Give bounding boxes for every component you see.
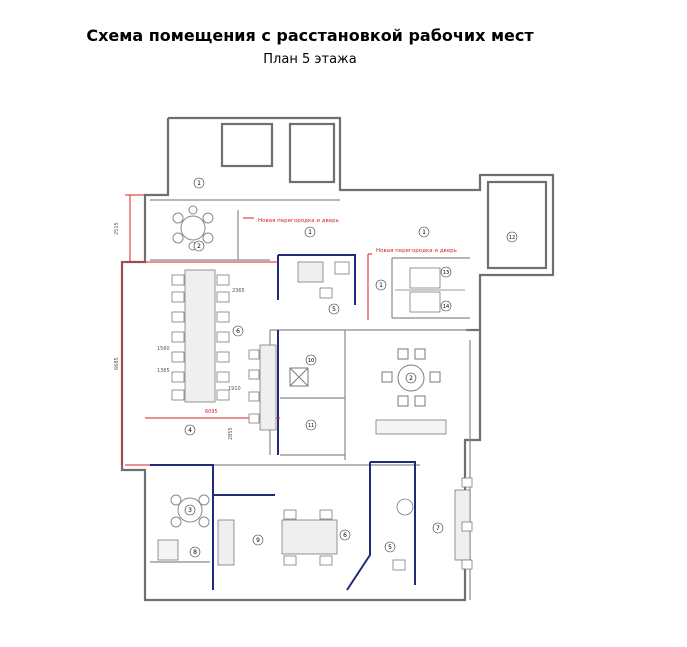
svg-text:14: 14 — [443, 304, 449, 310]
svg-text:5: 5 — [388, 544, 392, 551]
room-marker-7: 7 — [432, 522, 444, 534]
room-marker-2a: 2 — [193, 240, 205, 252]
round-table-center — [381, 348, 441, 407]
room-marker-9: 9 — [252, 534, 264, 546]
note-new-partition-right: Новая перегородка и дверь — [376, 248, 457, 254]
dim-row-b: 1560 — [157, 346, 170, 352]
room-marker-11: 11 — [305, 419, 317, 431]
room-marker-5a: 5 — [328, 303, 340, 315]
room-marker-3: 3 — [184, 504, 196, 516]
dim-vertical-gap: 2855 — [228, 427, 234, 440]
room-marker-13: 13 — [440, 266, 452, 278]
dim-row-d: 1910 — [228, 386, 241, 392]
svg-text:7: 7 — [436, 525, 440, 532]
desk-room-5 — [297, 261, 350, 299]
red-markings — [121, 194, 372, 466]
svg-text:10: 10 — [308, 358, 314, 364]
dimension-labels: 2515 6685 2365 1560 1365 1910 6095 2855 — [114, 222, 245, 440]
room-marker-1: 1 — [193, 177, 205, 189]
dim-row-a: 2365 — [232, 288, 245, 294]
svg-text:12: 12 — [509, 235, 515, 241]
round-table-top — [172, 205, 214, 251]
room-number-markers: 1 1 1 1 2 2 3 4 5 5 6 6 7 8 9 10 11 12 1… — [184, 177, 518, 558]
room-marker-6b: 6 — [339, 529, 351, 541]
room-marker-1c: 1 — [418, 226, 430, 238]
room-marker-8: 8 — [189, 546, 201, 558]
svg-text:13: 13 — [443, 270, 449, 276]
workstation-cluster-mid — [248, 344, 277, 431]
svg-text:9: 9 — [256, 537, 260, 544]
room-marker-1d: 1 — [375, 279, 387, 291]
svg-text:5: 5 — [332, 306, 336, 313]
dim-red-short: 6095 — [205, 409, 218, 415]
workstation-cluster-left — [171, 269, 230, 403]
svg-text:2: 2 — [197, 243, 201, 250]
room-marker-14: 14 — [440, 300, 452, 312]
svg-text:4: 4 — [188, 427, 192, 434]
svg-text:6: 6 — [236, 328, 240, 335]
svg-text:1: 1 — [379, 282, 383, 289]
note-new-partition-left: Новая перегородка и дверь — [258, 218, 339, 224]
page-title: Схема помещения с расстановкой рабочих м… — [86, 26, 534, 45]
svg-text:8: 8 — [193, 549, 197, 556]
service-rooms — [289, 367, 309, 387]
workstation-cluster-bottom — [217, 477, 473, 571]
svg-text:1: 1 — [422, 229, 426, 236]
page-subtitle: План 5 этажа — [263, 52, 357, 67]
svg-text:3: 3 — [188, 507, 192, 514]
dim-row-c: 1365 — [157, 368, 170, 374]
sofa-center — [375, 419, 447, 435]
sofa-bottom-left — [157, 539, 179, 561]
room-marker-10: 10 — [305, 354, 317, 366]
svg-text:1: 1 — [308, 229, 312, 236]
room-marker-4a: 4 — [184, 424, 196, 436]
svg-text:2: 2 — [409, 375, 413, 382]
room-marker-6a: 6 — [232, 325, 244, 337]
room-marker-2b: 2 — [405, 372, 417, 384]
svg-text:6: 6 — [343, 532, 347, 539]
room-marker-12: 12 — [506, 231, 518, 243]
dim-left-top: 2515 — [114, 222, 120, 235]
dim-left-main: 6685 — [114, 357, 120, 370]
restrooms — [395, 267, 465, 313]
room-marker-1b: 1 — [304, 226, 316, 238]
svg-text:11: 11 — [308, 423, 314, 429]
room-marker-5b: 5 — [384, 541, 396, 553]
svg-text:1: 1 — [197, 180, 201, 187]
